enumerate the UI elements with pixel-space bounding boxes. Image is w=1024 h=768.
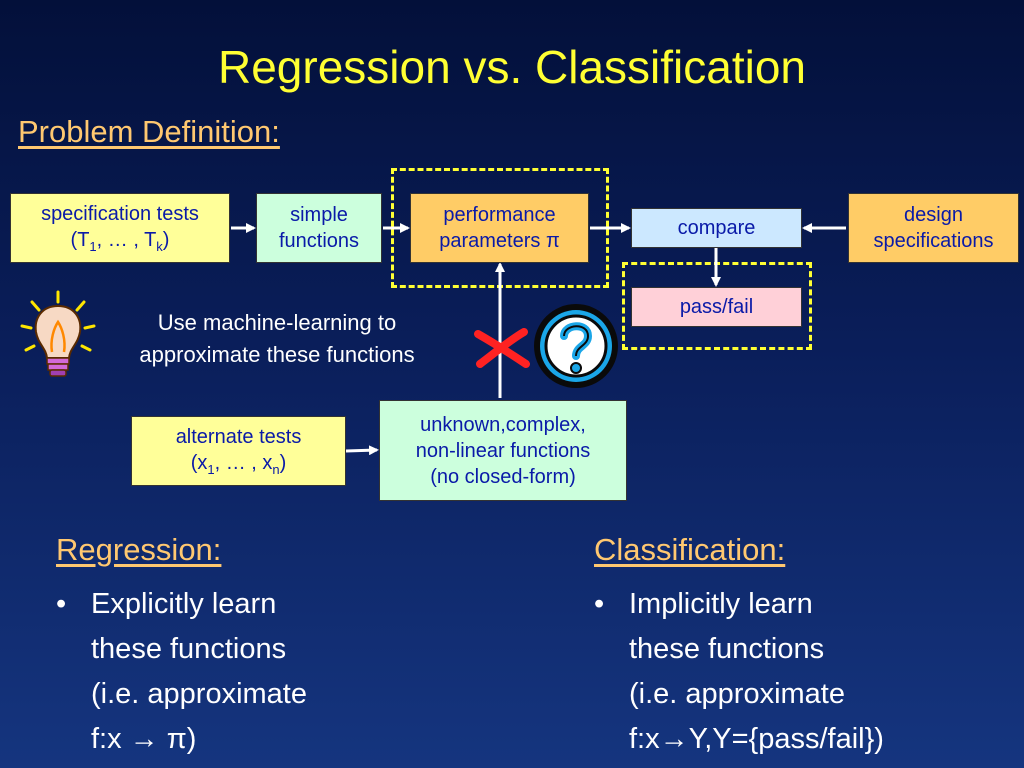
simple-functions-line1: simple [290, 204, 348, 226]
classification-bullet: • Implicitly learn these functions (i.e.… [594, 582, 884, 762]
classification-line: f:x→Y,Y={pass/fail}) [629, 722, 884, 755]
classification-line: Implicitly learn [629, 588, 813, 620]
alternate-tests-range: (x1, … , xn) [190, 451, 287, 477]
arrow-alternate-to-unknown [345, 445, 379, 456]
design-specifications-box: design specifications [848, 193, 1019, 263]
regression-line: these functions [91, 632, 287, 665]
performance-line2: parameters π [439, 230, 560, 252]
classification-line: (i.e. approximate [629, 677, 845, 710]
compare-label: compare [677, 217, 756, 239]
design-specs-line2: specifications [873, 230, 994, 252]
regression-heading: Regression: [56, 532, 222, 567]
classification-bullet-dot: • [594, 588, 605, 620]
pass-fail-label: pass/fail [679, 296, 754, 318]
question-mark-icon [530, 300, 622, 392]
lightbulb-icon [18, 288, 98, 384]
compare-box: compare [631, 208, 802, 248]
unknown-line2: non-linear functions [415, 439, 591, 462]
pass-fail-box: pass/fail [631, 287, 802, 327]
slide-title: Regression vs. Classification [217, 41, 806, 93]
performance-parameters-box: performance parameters π [410, 193, 589, 263]
red-x-icon [474, 328, 530, 368]
problem-definition-heading: Problem Definition: [18, 114, 280, 149]
ml-note: Use machine-learning to approximate thes… [96, 307, 458, 371]
alternate-tests-box: alternate tests (x1, … , xn) [131, 416, 346, 486]
regression-bullet-dot: • [56, 588, 67, 620]
unknown-functions-box: unknown,complex, non-linear functions (n… [379, 400, 627, 501]
unknown-line3: (no closed-form) [430, 465, 576, 488]
regression-line: f:x → π) [91, 722, 197, 755]
spec-tests-label: specification tests [41, 202, 199, 225]
regression-line: Explicitly learn [91, 588, 277, 620]
specification-tests-box: specification tests (T1, … , Tk) [10, 193, 230, 263]
regression-bullet: • Explicitly learn these functions (i.e.… [56, 582, 307, 762]
spec-tests-range: (T1, … , Tk) [70, 228, 170, 254]
ml-note-line1: Use machine-learning to [157, 310, 397, 335]
regression-line: (i.e. approximate [91, 677, 307, 710]
unknown-line1: unknown,complex, [420, 413, 586, 436]
ml-note-line2: approximate these functions [139, 341, 415, 367]
classification-line: these functions [629, 632, 825, 665]
classification-heading: Classification: [594, 532, 786, 567]
alternate-tests-label: alternate tests [175, 425, 302, 448]
simple-functions-line2: functions [278, 230, 360, 252]
simple-functions-box: simple functions [256, 193, 382, 263]
design-specs-line1: design [904, 204, 963, 226]
performance-line1: performance [443, 204, 556, 226]
